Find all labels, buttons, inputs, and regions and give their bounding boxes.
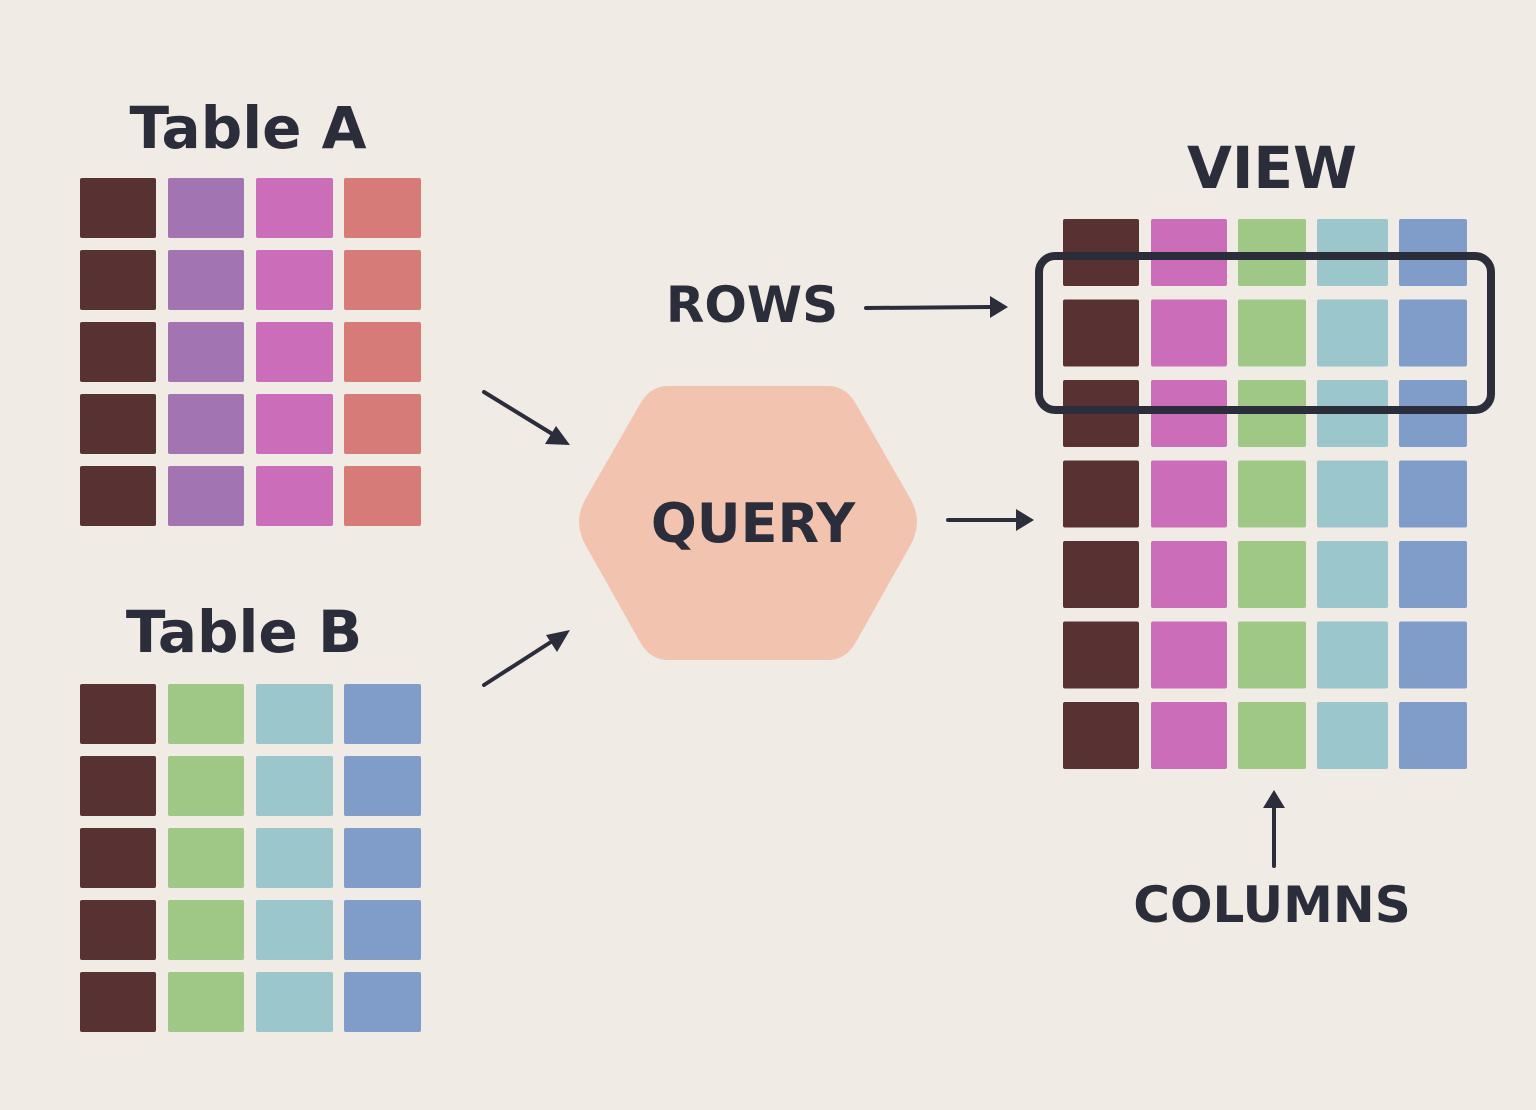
table-a-cell-r4-c1 — [80, 394, 156, 454]
table-a-cell-r2-c1 — [80, 250, 156, 310]
columns-label: COLUMNS — [1133, 876, 1411, 934]
table-b-cell-r1-c2 — [168, 684, 244, 744]
view-cell-r6-c2 — [1151, 621, 1227, 689]
view-cell-r2-c4 — [1317, 299, 1388, 367]
view-cell-r7-c3 — [1238, 702, 1306, 769]
table-b-cell-r5-c4 — [344, 972, 421, 1032]
table-a-cell-r2-c4 — [344, 250, 421, 310]
table-b-cell-r1-c4 — [344, 684, 421, 744]
rows-label: ROWS — [666, 276, 838, 334]
table-a-cell-r4-c4 — [344, 394, 421, 454]
table-a-cell-r3-c1 — [80, 322, 156, 382]
view-cell-r2-c5 — [1399, 299, 1467, 367]
table-b-title: Table B — [126, 598, 362, 666]
view-grid — [1063, 219, 1467, 769]
table-a-cell-r5-c1 — [80, 466, 156, 526]
arrow-table-a-to-query — [482, 390, 570, 445]
table-a-cell-r2-c3 — [256, 250, 333, 310]
table-a-cell-r5-c2 — [168, 466, 244, 526]
table-b-cell-r4-c1 — [80, 900, 156, 960]
table-b-cell-r2-c4 — [344, 756, 421, 816]
table-b-cell-r2-c2 — [168, 756, 244, 816]
table-a-title: Table A — [129, 94, 366, 162]
arrow-columns-to-view — [1263, 790, 1285, 868]
table-a-cell-r1-c1 — [80, 178, 156, 238]
view-cell-r4-c5 — [1399, 460, 1467, 528]
view-cell-r4-c4 — [1317, 460, 1388, 528]
table-a-cell-r5-c3 — [256, 466, 333, 526]
view-cell-r7-c5 — [1399, 702, 1467, 769]
view-cell-r5-c1 — [1063, 541, 1139, 608]
table-a-cell-r3-c2 — [168, 322, 244, 382]
view-cell-r4-c3 — [1238, 460, 1306, 528]
table-b-cell-r4-c2 — [168, 900, 244, 960]
table-b-cell-r4-c3 — [256, 900, 333, 960]
view-cell-r7-c4 — [1317, 702, 1388, 769]
table-a-cell-r1-c4 — [344, 178, 421, 238]
view-cell-r6-c4 — [1317, 621, 1388, 689]
view-cell-r2-c2 — [1151, 299, 1227, 367]
table-a-cell-r4-c2 — [168, 394, 244, 454]
view-cell-r7-c1 — [1063, 702, 1139, 769]
table-b-cell-r2-c3 — [256, 756, 333, 816]
table-a-cell-r5-c4 — [344, 466, 421, 526]
table-b-cell-r3-c1 — [80, 828, 156, 888]
view-cell-r6-c3 — [1238, 621, 1306, 689]
query-label: QUERY — [651, 492, 856, 555]
arrow-table-b-to-query — [482, 630, 570, 687]
table-b-cell-r3-c4 — [344, 828, 421, 888]
view-cell-r5-c4 — [1317, 541, 1388, 608]
view-cell-r4-c1 — [1063, 460, 1139, 528]
view-cell-r7-c2 — [1151, 702, 1227, 769]
table-a-cell-r4-c3 — [256, 394, 333, 454]
view-cell-r5-c5 — [1399, 541, 1467, 608]
table-a-grid — [80, 178, 421, 526]
view-cell-r2-c1 — [1063, 299, 1139, 367]
table-b-cell-r1-c3 — [256, 684, 333, 744]
view-cell-r2-c3 — [1238, 299, 1306, 367]
view-cell-r6-c1 — [1063, 621, 1139, 689]
table-b-cell-r1-c1 — [80, 684, 156, 744]
table-b-cell-r5-c2 — [168, 972, 244, 1032]
table-b-cell-r4-c4 — [344, 900, 421, 960]
highlighted-row-outline — [1035, 252, 1495, 414]
table-b-cell-r5-c3 — [256, 972, 333, 1032]
table-b-cell-r5-c1 — [80, 972, 156, 1032]
table-a-cell-r2-c2 — [168, 250, 244, 310]
table-b-cell-r2-c1 — [80, 756, 156, 816]
query-hexagon — [579, 386, 917, 660]
table-a-cell-r1-c3 — [256, 178, 333, 238]
view-cell-r5-c2 — [1151, 541, 1227, 608]
view-cell-r6-c5 — [1399, 621, 1467, 689]
table-a-cell-r3-c3 — [256, 322, 333, 382]
view-cell-r4-c2 — [1151, 460, 1227, 528]
arrow-query-to-view — [946, 509, 1034, 531]
arrow-rows-to-highlight — [864, 296, 1008, 318]
table-b-grid — [80, 684, 421, 1032]
table-b-cell-r3-c2 — [168, 828, 244, 888]
view-cell-r5-c3 — [1238, 541, 1306, 608]
table-a-cell-r3-c4 — [344, 322, 421, 382]
table-b-cell-r3-c3 — [256, 828, 333, 888]
view-title: VIEW — [1187, 134, 1357, 202]
table-a-cell-r1-c2 — [168, 178, 244, 238]
